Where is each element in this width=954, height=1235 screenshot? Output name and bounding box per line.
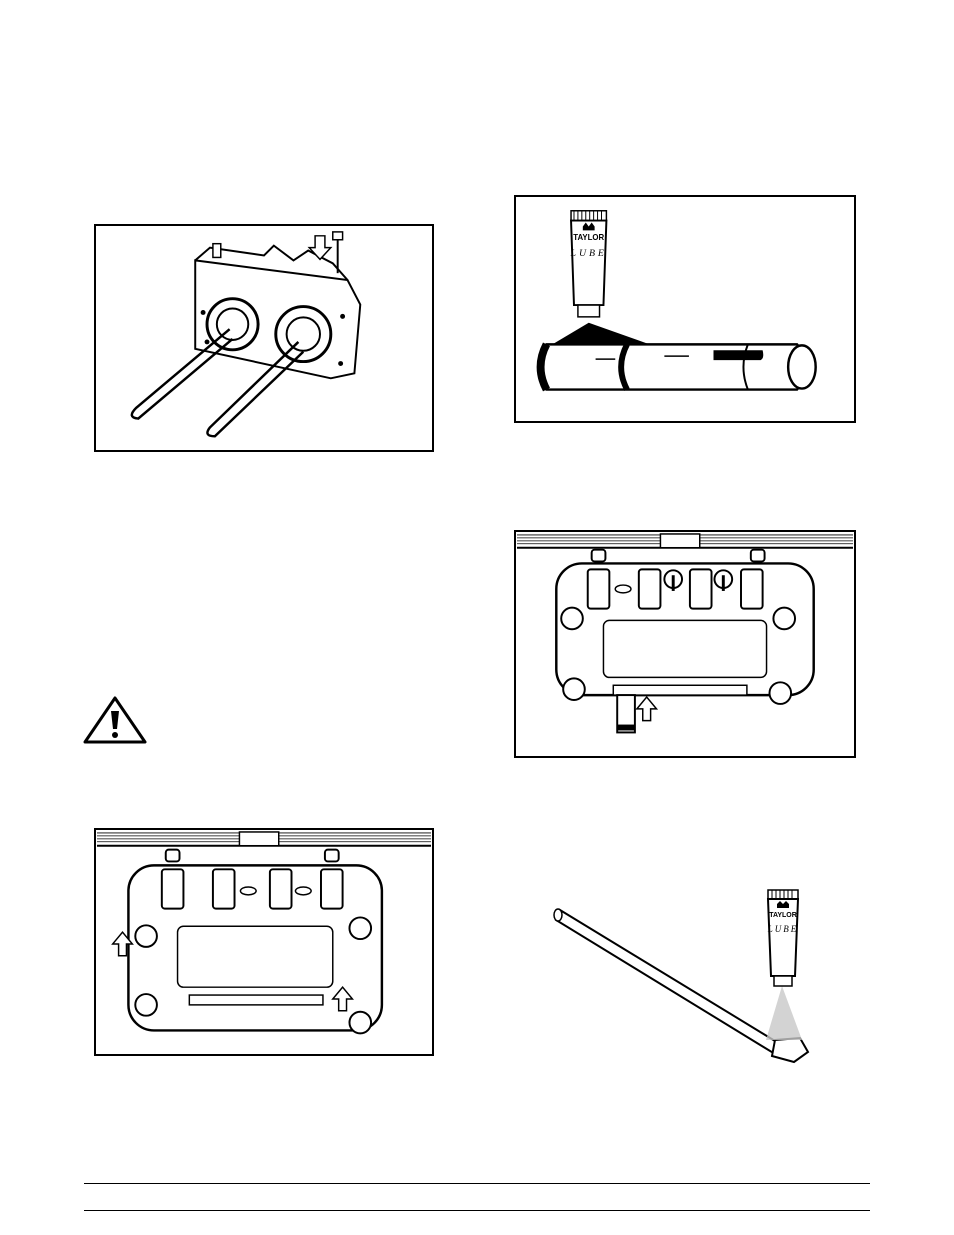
figure-draw-rod-lube: TAYLOR LUBE — [550, 882, 820, 1072]
figure-door-pins-inserted — [94, 828, 434, 1056]
lube-tube-drawing: TAYLOR LUBE — [516, 197, 854, 421]
lube-tube-brand: TAYLOR — [573, 233, 604, 242]
figure-door-lift — [514, 530, 856, 758]
door-pins-drawing — [96, 830, 432, 1054]
draw-rod-tube-brand: TAYLOR — [769, 912, 797, 919]
heater-assembly-drawing — [96, 226, 432, 450]
figure-heater-assembly — [94, 224, 434, 452]
draw-rod-drawing: TAYLOR LUBE — [550, 882, 820, 1072]
figure-lube-tube: TAYLOR LUBE — [514, 195, 856, 423]
lube-tube-product: LUBE — [570, 248, 607, 259]
footer-rule-bottom — [84, 1210, 870, 1211]
warning-triangle-icon — [82, 695, 148, 745]
footer-rule-top — [84, 1183, 870, 1184]
draw-rod-tube-product: LUBE — [767, 924, 799, 934]
door-lift-drawing — [516, 532, 854, 756]
